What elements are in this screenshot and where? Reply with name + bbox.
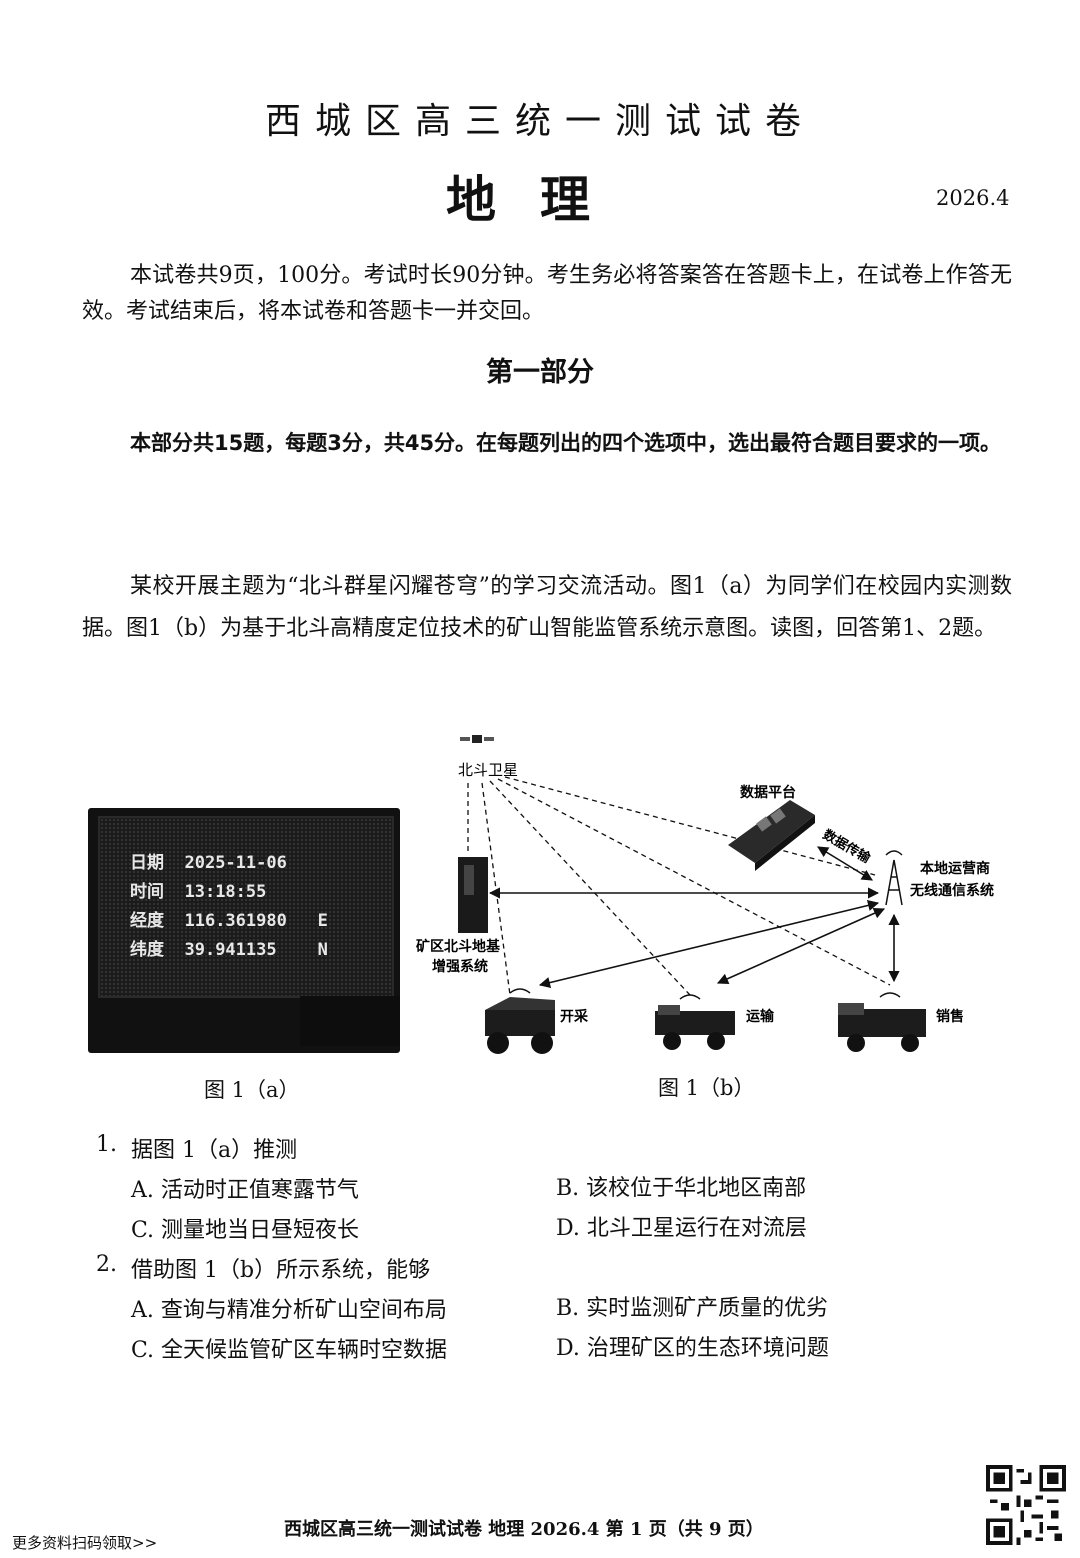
gps-row-latitude: 纬度 39.941135 N xyxy=(130,940,328,960)
data-platform-label: 数据平台 xyxy=(740,784,796,801)
mine-monitoring-diagram: 北斗卫星 矿区北斗地基 增强系统 数据平台 数据传输 本地运营商 无线通信系统 xyxy=(416,735,994,1054)
ground-station-label-1: 矿区北斗地基 xyxy=(416,938,501,955)
mining-truck-icon xyxy=(485,988,555,1054)
q1-option-b: B. 该校位于华北地区南部 xyxy=(556,1176,807,1201)
exam-date: 2026.4 xyxy=(936,186,1010,210)
q2-option-c: C. 全天候监管矿区车辆时空数据 xyxy=(131,1338,448,1363)
communication-arrows xyxy=(488,887,900,989)
data-transfer-arrow xyxy=(817,846,873,881)
satellite-links xyxy=(467,776,891,996)
question-2-stem: 借助图 1（b）所示系统，能够 xyxy=(131,1258,431,1283)
qr-code-icon[interactable] xyxy=(986,1465,1066,1545)
figure-b-caption: 图 1（b） xyxy=(658,1076,755,1100)
transport-truck-icon xyxy=(655,994,735,1050)
operator-label-1: 本地运营商 xyxy=(920,860,990,877)
exam-instructions: 本试卷共9页，100分。考试时长90分钟。考生务必将答案答在答题卡上，在试卷上作… xyxy=(82,263,1012,324)
mining-label: 开采 xyxy=(560,1008,589,1025)
q2-option-a: A. 查询与精准分析矿山空间布局 xyxy=(131,1298,447,1323)
question-1-stem: 据图 1（a）推测 xyxy=(131,1138,298,1163)
q2-option-d: D. 治理矿区的生态环境问题 xyxy=(556,1336,829,1361)
exam-title: 西城区高三统一测试试卷 xyxy=(264,101,815,142)
figure-a-caption: 图 1（a） xyxy=(204,1078,300,1102)
ground-station-label-2: 增强系统 xyxy=(432,958,488,975)
q2-option-b: B. 实时监测矿产质量的优劣 xyxy=(556,1296,829,1321)
mining-label-text: 开采 xyxy=(560,1008,589,1025)
sales-label: 销售 xyxy=(936,1008,964,1025)
operator-label-2: 无线通信系统 xyxy=(909,882,994,899)
transport-label: 运输 xyxy=(746,1008,775,1025)
data-platform-icon xyxy=(728,800,815,871)
satellite-label: 北斗卫星 xyxy=(458,761,518,779)
gps-row-longitude: 经度 116.361980 E xyxy=(130,911,328,931)
signal-tower-icon xyxy=(885,850,903,906)
gps-row-date: 日期 2025-11-06 xyxy=(130,853,287,873)
material-text: 某校开展主题为“北斗群星闪耀苍穹”的学习交流活动。图1（a）为同学们在校园内实测… xyxy=(82,574,1012,641)
gps-device-figure: 日期 2025-11-06 时间 13:18:55 经度 116.361980 … xyxy=(88,808,400,1053)
part-instruction: 本部分共15题，每题3分，共45分。在每题列出的四个选项中，选出最符合题目要求的… xyxy=(130,431,1002,455)
data-transfer-label: 数据传输 xyxy=(820,827,874,867)
q1-option-a: A. 活动时正值寒露节气 xyxy=(131,1178,359,1203)
q1-option-d: D. 北斗卫星运行在对流层 xyxy=(556,1216,807,1241)
subject-title: 地理 xyxy=(446,170,634,229)
part-title: 第一部分 xyxy=(486,357,594,388)
q1-option-c: C. 测量地当日昼短夜长 xyxy=(131,1218,360,1243)
device-base xyxy=(300,996,400,1046)
page-footer: 西城区高三统一测试试卷 地理 2026.4 第 1 页（共 9 页） xyxy=(284,1519,764,1540)
sales-truck-icon xyxy=(838,992,926,1052)
question-1-number: 1. xyxy=(96,1132,117,1157)
question-2-number: 2. xyxy=(96,1252,117,1277)
gps-screen: 日期 2025-11-06 时间 13:18:55 经度 116.361980 … xyxy=(98,816,394,998)
ground-station-icon xyxy=(458,857,488,933)
satellite-icon xyxy=(460,735,494,743)
gps-row-time: 时间 13:18:55 xyxy=(130,882,267,902)
promo-text[interactable]: 更多资料扫码领取>> xyxy=(12,1534,158,1552)
